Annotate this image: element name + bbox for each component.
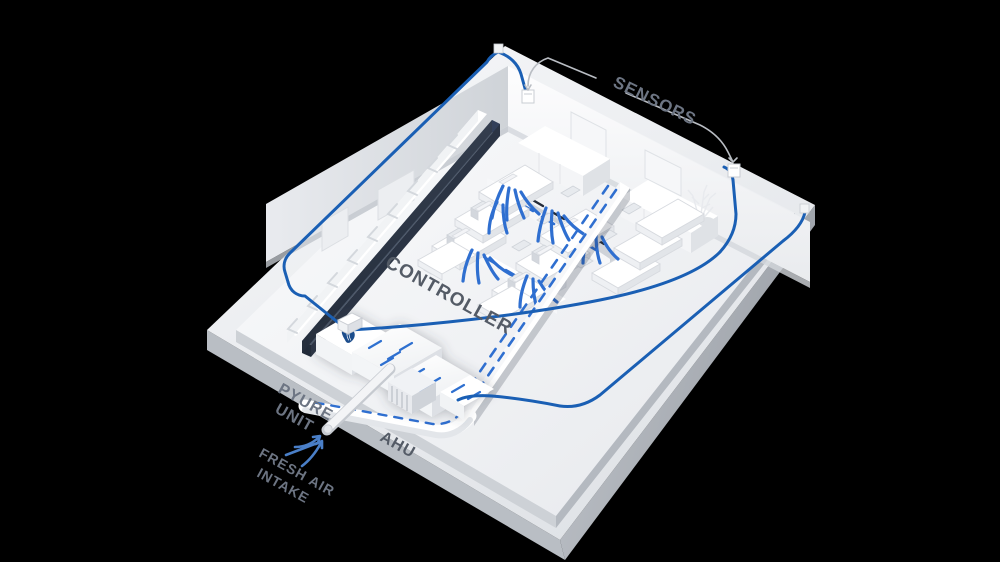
pyure-unit-front [316,334,352,375]
sensor-right[interactable] [727,163,741,178]
supply-duct-dark [302,120,500,357]
chair-back [531,251,540,265]
airflow-cluster-4 [461,248,514,285]
desk-apron [459,235,507,271]
controller-side [347,317,363,335]
cabinet-side-1 [583,159,610,196]
cabinet-front-1 [518,143,583,196]
ahu-outlet-front [440,392,464,420]
wall-panel-4 [321,206,349,252]
monitor [474,200,494,212]
slab-edge-left [207,330,565,560]
wall-panel-2 [644,149,682,197]
wire-post-right [799,203,810,214]
intake-arrow-2 [300,441,323,468]
leader-left-arrow [524,84,532,91]
controller-device[interactable] [336,312,364,335]
cabinet-top-1 [518,126,610,176]
duct-dark-face2 [311,124,500,357]
chair-back [470,207,479,221]
ahu-front-1 [352,352,394,394]
wire-right-vertical [718,178,738,254]
filter-mesh [391,386,408,411]
wall-art-panels [321,111,682,252]
ahu-filter-module [388,368,436,414]
monitor [535,244,555,256]
monitors [451,173,579,283]
filter-front [388,382,412,414]
wire-return-to-ahu [456,394,562,408]
desk-cluster [417,164,705,326]
airflow-cluster-6 [487,200,509,235]
desk-apron [417,259,443,281]
control-wiring [282,50,807,408]
duct-loop-slots [468,184,618,398]
monitor [451,227,471,239]
intake-arrow-1-head [311,434,322,445]
airflow-cluster-2 [536,206,587,245]
floor-edge-right [556,213,795,528]
ahu-outlet-top [440,375,494,406]
monitor [511,271,531,283]
wall-panel-3 [377,169,415,221]
wall-left-rear [266,66,508,262]
sensor-left[interactable] [521,89,535,104]
fresh-air-intake-pipe [321,363,396,436]
wire-post-top-left [493,43,504,54]
wire-right-perimeter [558,210,807,408]
intake-arrow-1 [293,435,321,449]
wire-to-sensor-left [496,50,528,94]
sensor-right-body [727,163,741,178]
wire-left-run [282,50,500,284]
ahu-top-1 [352,324,442,376]
chair [560,185,581,198]
monitor [498,173,518,185]
desk-apron [639,238,683,271]
leader-right [625,92,734,163]
fresh-air-arrows [284,434,324,468]
duct-white-runs [286,110,487,343]
desk-apron [477,304,503,326]
slab-edge-right [560,205,815,560]
chair [621,202,642,215]
intake-mouth [323,424,333,434]
perimeter-duct-loop [298,182,630,439]
wire-to-controller [286,280,342,326]
desk-apron [661,213,705,246]
desk-apron [617,263,661,296]
duct-loop-lower-shade [302,407,473,439]
sensor-left-body [521,89,535,104]
intake-pipe [324,364,394,432]
storage-cabinet-1 [518,126,610,196]
filter-side [412,382,436,414]
desk-group-c [591,198,705,296]
chair [511,239,532,252]
duct-dark-face [302,120,492,353]
intake-arrow-3 [284,440,322,457]
duct-loop-shade-right [474,188,630,426]
ahu-slots-1 [367,339,414,367]
sensor-leader-lines [524,57,738,163]
leader-left [527,57,597,87]
leader-right-arrow [728,157,738,163]
duct-chevrons [286,134,458,334]
wire-controller-to-right [348,250,722,332]
wire-posts [493,43,810,214]
